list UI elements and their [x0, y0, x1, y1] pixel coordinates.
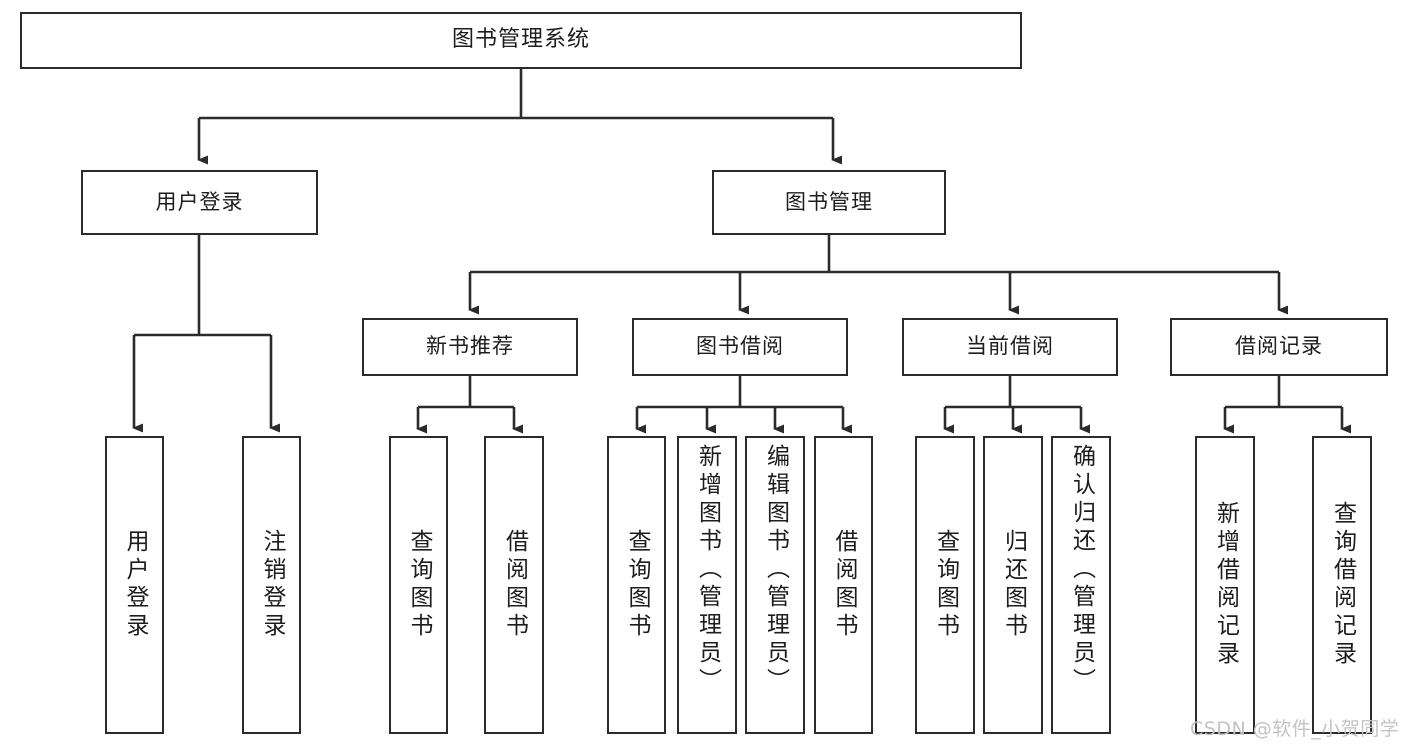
node-book-borrow[interactable]: 图书借阅 [632, 318, 848, 376]
node-label: 查询图书 [406, 529, 432, 641]
node-label: 归还图书 [1000, 529, 1027, 641]
node-label: 当前借阅 [966, 334, 1054, 359]
node-label: 用户登录 [155, 189, 244, 214]
node-label: 查询图书 [624, 529, 650, 641]
node-new-book-recommend[interactable]: 新书推荐 [362, 318, 578, 376]
node-borrow-record[interactable]: 借阅记录 [1170, 318, 1388, 376]
node-root-system[interactable]: 图书管理系统 [20, 12, 1022, 69]
node-label: 新书推荐 [426, 334, 514, 359]
node-label: 借阅图书 [501, 529, 528, 641]
node-leaf-query-book[interactable]: 查询图书 [607, 436, 666, 734]
node-leaf-add-book-admin[interactable]: 新增图书（管理员） [677, 436, 737, 734]
node-leaf-query-book-new[interactable]: 查询图书 [389, 436, 448, 734]
node-leaf-logout[interactable]: 注销登录 [242, 436, 301, 734]
node-label: 编辑图书（管理员） [762, 444, 789, 696]
csdn-watermark: CSDN @软件_小贺同学 [1190, 718, 1400, 740]
node-label: 注销登录 [259, 529, 285, 641]
node-leaf-query-borrow-record[interactable]: 查询借阅记录 [1312, 436, 1372, 734]
node-label: 查询图书 [932, 529, 959, 641]
node-label: 图书管理系统 [451, 27, 590, 53]
node-label: 用户登录 [122, 529, 148, 641]
node-label: 查询借阅记录 [1329, 501, 1356, 669]
node-leaf-add-borrow-record[interactable]: 新增借阅记录 [1195, 436, 1255, 734]
node-book-management[interactable]: 图书管理 [712, 170, 946, 235]
node-label: 确认归还（管理员） [1068, 444, 1095, 696]
node-leaf-confirm-return-admin[interactable]: 确认归还（管理员） [1051, 436, 1111, 734]
node-leaf-query-book-current[interactable]: 查询图书 [915, 436, 975, 734]
node-leaf-edit-book-admin[interactable]: 编辑图书（管理员） [745, 436, 805, 734]
node-label: 借阅记录 [1235, 334, 1323, 359]
node-label: 新增借阅记录 [1212, 501, 1239, 669]
node-user-login[interactable]: 用户登录 [81, 170, 318, 235]
node-current-borrow[interactable]: 当前借阅 [902, 318, 1118, 376]
node-leaf-borrow-book-new[interactable]: 借阅图书 [484, 436, 544, 734]
node-leaf-borrow-book[interactable]: 借阅图书 [814, 436, 873, 734]
node-label: 借阅图书 [831, 529, 857, 641]
node-leaf-return-book[interactable]: 归还图书 [983, 436, 1043, 734]
node-label: 图书管理 [785, 189, 873, 214]
node-leaf-user-login[interactable]: 用户登录 [105, 436, 164, 734]
node-label: 图书借阅 [696, 334, 784, 359]
node-label: 新增图书（管理员） [694, 444, 721, 696]
